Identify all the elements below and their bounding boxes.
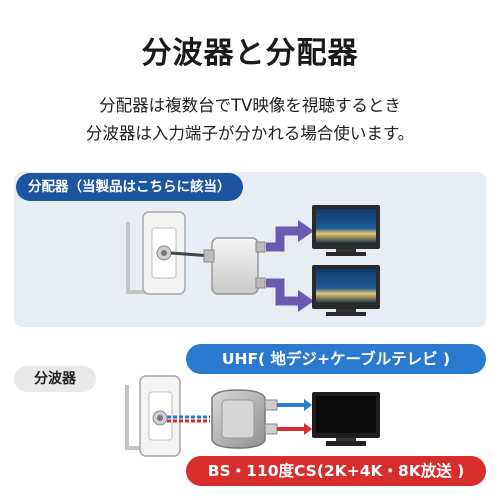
description: 分配器は複数台でTV映像を視聴するとき 分波器は入力端子が分かれる場合使います。 bbox=[0, 92, 500, 148]
description-line-1: 分配器は複数台でTV映像を視聴するとき bbox=[99, 96, 401, 115]
splitter-device-icon bbox=[203, 237, 266, 295]
bs-band-label: BS・110度CS(2K+4K・8K放送 ) bbox=[186, 456, 486, 486]
tv-icon bbox=[312, 265, 380, 316]
separator-device-icon bbox=[211, 389, 278, 449]
wall-outlet-icon bbox=[125, 375, 181, 457]
separator-label: 分波器 bbox=[14, 366, 96, 392]
tv-icon bbox=[312, 392, 380, 446]
uhf-cable-icon bbox=[277, 399, 312, 411]
description-line-2: 分波器は入力端子が分かれる場合使います。 bbox=[85, 124, 415, 143]
cable-icon bbox=[167, 415, 210, 423]
arrow-to-tv-1 bbox=[266, 220, 314, 252]
wall-outlet-icon bbox=[126, 211, 186, 295]
bs-cable-icon bbox=[277, 423, 312, 435]
uhf-band-label: UHF( 地デジ+ケーブルテレビ ) bbox=[186, 344, 486, 374]
page-title: 分波器と分配器 bbox=[141, 36, 359, 71]
splitter-label: 分配器（当製品はこちらに該当） bbox=[16, 173, 243, 201]
tv-icon bbox=[312, 205, 380, 256]
arrow-to-tv-2 bbox=[266, 278, 314, 312]
